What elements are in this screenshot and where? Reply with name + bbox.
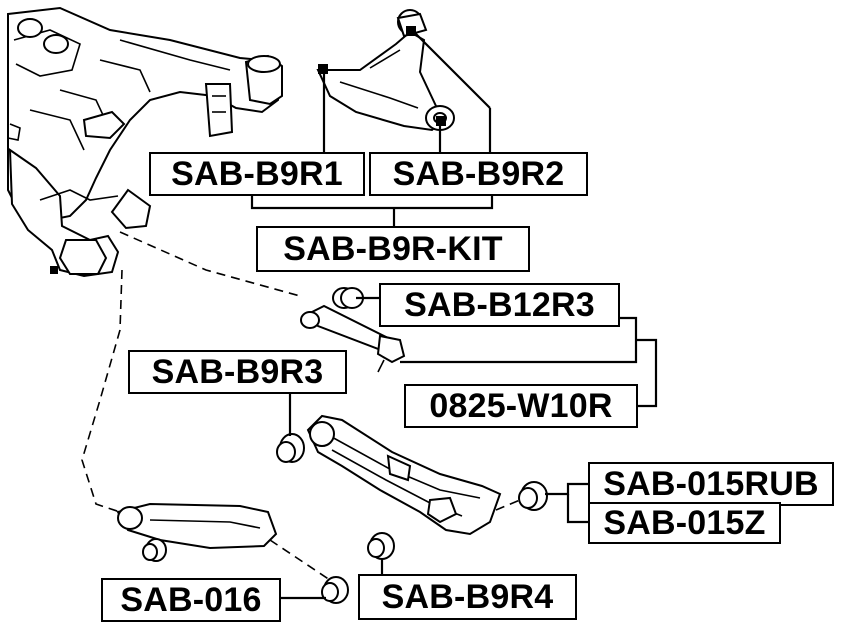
part-label-0825-w10r[interactable]: 0825-W10R	[404, 384, 638, 428]
part-label-sab-015z[interactable]: SAB-015Z	[588, 502, 781, 544]
part-label-sab-b9r1[interactable]: SAB-B9R1	[149, 152, 365, 196]
upper-control-arm-drawing	[316, 9, 455, 132]
part-label-sab-015rub[interactable]: SAB-015RUB	[588, 462, 834, 506]
lower-control-arm-drawing	[276, 414, 548, 560]
trailing-arm-drawing	[116, 502, 349, 604]
part-label-sab-b9r4[interactable]: SAB-B9R4	[358, 574, 577, 620]
rear-subframe-drawing	[7, 6, 283, 278]
part-label-sab-016[interactable]: SAB-016	[101, 578, 281, 622]
part-label-sab-b9r2[interactable]: SAB-B9R2	[369, 152, 588, 196]
toe-link-drawing	[300, 287, 406, 373]
part-label-sab-b12r3[interactable]: SAB-B12R3	[379, 283, 620, 327]
dashed-reference-lines	[81, 231, 521, 581]
leader-lines	[250, 29, 658, 600]
part-label-sab-b9r-kit[interactable]: SAB-B9R-KIT	[256, 226, 530, 272]
part-label-sab-b9r3[interactable]: SAB-B9R3	[128, 350, 347, 394]
